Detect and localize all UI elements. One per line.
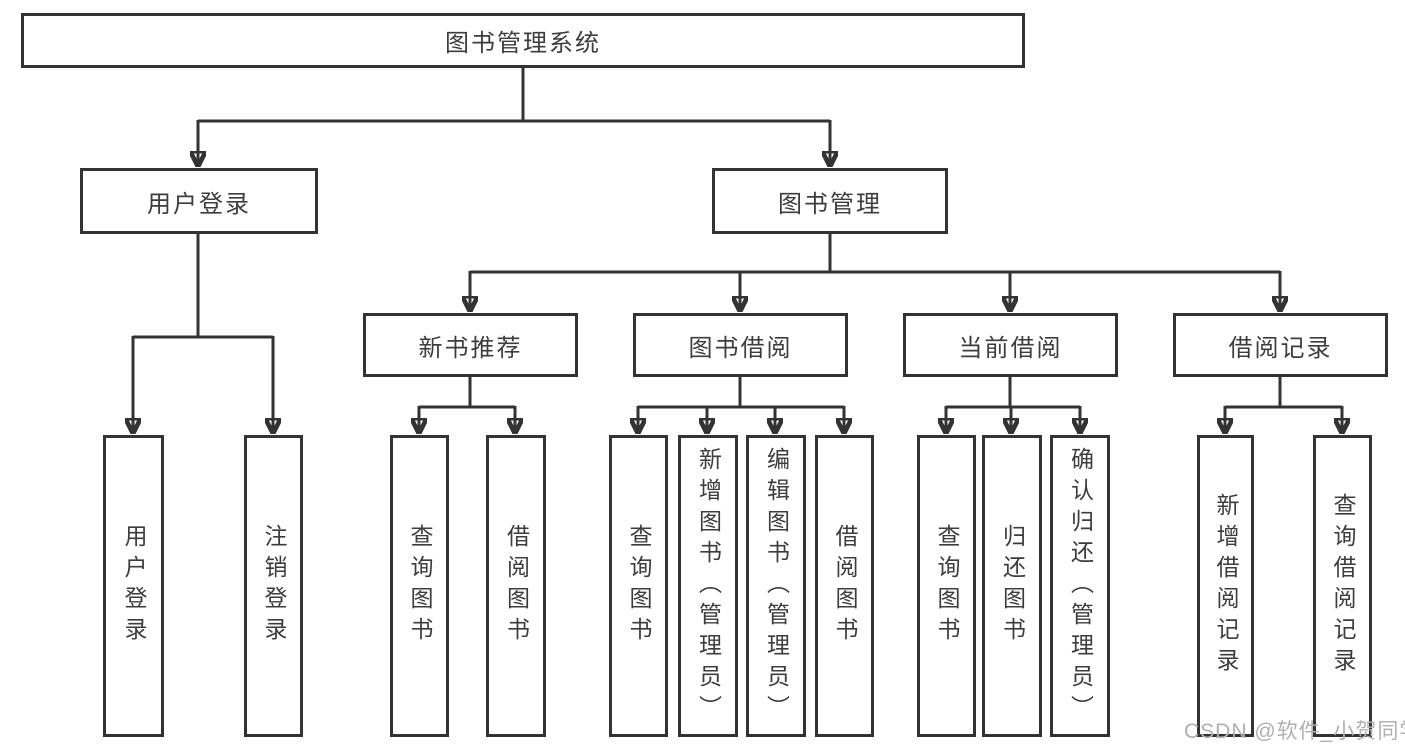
csdn-watermark: CSDN @软件_小贺同学: [1184, 720, 1405, 743]
leaf-edit-books-admin: 编辑图书（管理员）: [746, 435, 806, 737]
node-label: 借阅图书: [832, 524, 858, 648]
node-label: 用户登录: [121, 524, 147, 648]
node-label: 借阅图书: [503, 524, 530, 648]
node-label: 注销登录: [261, 524, 287, 648]
node-label: 当前借阅: [958, 334, 1063, 362]
leaf-confirm-return-admin: 确认归还（管理员）: [1050, 435, 1110, 737]
edge-rails: [133, 68, 1342, 409]
node-borrow-records: 借阅记录: [1173, 313, 1388, 377]
node-book-management: 图书管理: [712, 168, 948, 234]
node-label: 图书管理: [778, 190, 882, 218]
node-label: 用户登录: [147, 190, 251, 218]
node-user-login: 用户登录: [80, 168, 318, 234]
node-label: 新增图书（管理员）: [695, 446, 722, 726]
node-label: 查询图书: [626, 524, 652, 648]
node-book-borrow: 图书借阅: [633, 313, 848, 377]
node-label: 图书管理系统: [445, 30, 601, 57]
leaf-return-books: 归还图书: [982, 435, 1042, 737]
leaf-add-books-admin: 新增图书（管理员）: [678, 435, 738, 737]
leaf-add-borrow-record: 新增借阅记录: [1197, 435, 1254, 737]
node-label: 借阅记录: [1228, 334, 1333, 362]
leaf-query-books-current: 查询图书: [917, 435, 976, 737]
leaf-borrow-books: 借阅图书: [815, 435, 874, 737]
leaf-borrow-books-recommend: 借阅图书: [486, 435, 546, 737]
node-new-book-recommend: 新书推荐: [363, 313, 578, 377]
node-label: 查询借阅记录: [1330, 493, 1356, 679]
node-label: 编辑图书（管理员）: [763, 446, 790, 726]
node-current-borrow: 当前借阅: [903, 313, 1118, 377]
leaf-query-books-borrow: 查询图书: [609, 435, 668, 737]
leaf-query-borrow-record: 查询借阅记录: [1313, 435, 1372, 737]
node-label: 归还图书: [999, 524, 1026, 648]
node-label: 确认归还（管理员）: [1067, 446, 1094, 726]
leaf-query-books-recommend: 查询图书: [390, 435, 449, 737]
node-label: 新增借阅记录: [1213, 493, 1239, 679]
node-label: 新书推荐: [418, 334, 523, 362]
node-label: 查询图书: [407, 524, 433, 648]
node-label: 图书借阅: [688, 334, 793, 362]
node-label: 查询图书: [934, 524, 960, 648]
leaf-user-login-action: 用户登录: [103, 435, 164, 737]
leaf-logout: 注销登录: [244, 435, 303, 737]
node-root-library-system: 图书管理系统: [21, 13, 1025, 68]
